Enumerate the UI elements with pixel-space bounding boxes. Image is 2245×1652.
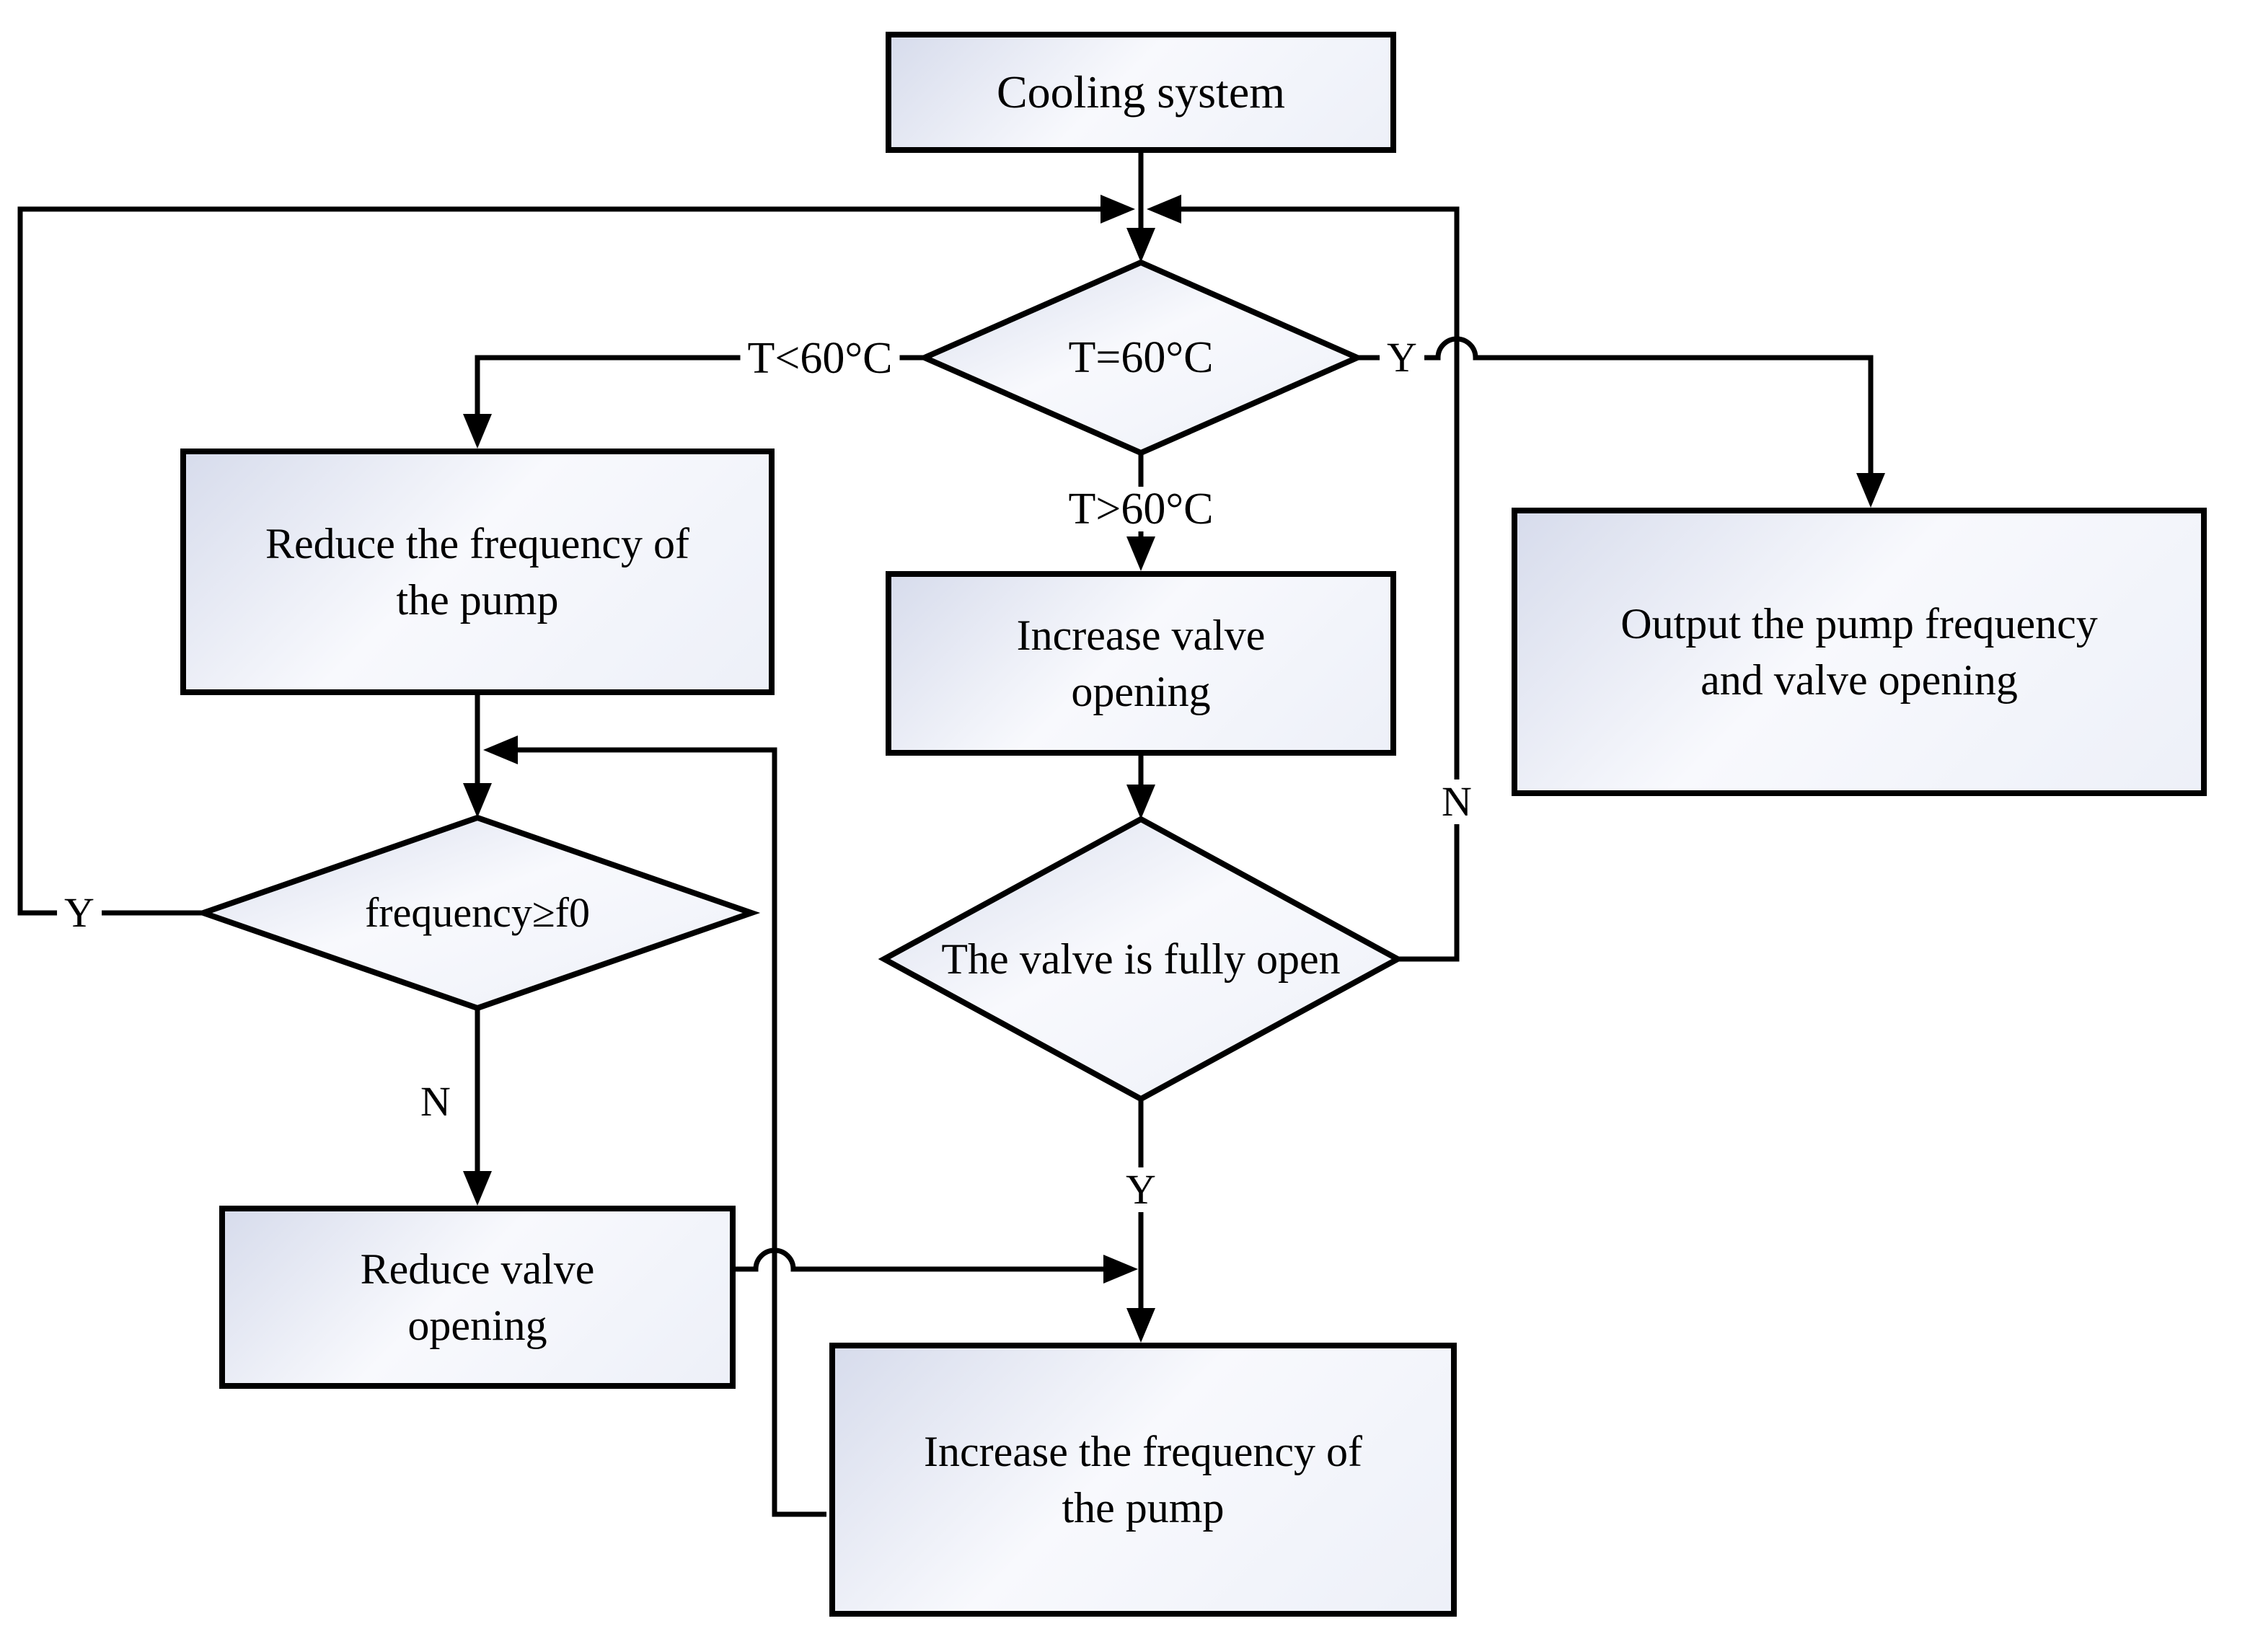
edge-valve-no-loop (1180, 206, 1460, 962)
reduce-pump-frequency-label-line1: Reduce the frequency of (265, 520, 690, 567)
arrowhead-junction-right (1101, 195, 1135, 224)
branch-label-freq-no: N (420, 1078, 451, 1125)
valve-open-decision-label: The valve is fully open (941, 932, 1340, 986)
edge-temp-yes-branch (1357, 336, 1874, 476)
reduce-valve-opening-node: Reduce valve opening (219, 1206, 736, 1389)
increase-pump-frequency-label-line1: Increase the frequency of (924, 1428, 1362, 1475)
cooling-system-label: Cooling system (996, 66, 1286, 118)
arrowhead-into-reduce-freq (463, 414, 492, 449)
temp-decision-label: T=60°C (1068, 333, 1214, 382)
arrowhead-into-output (1856, 473, 1885, 508)
arrowhead-into-valve-decision (1126, 785, 1155, 819)
branch-label-valve-yes: Y (1119, 1167, 1163, 1212)
edge-increase-pump-feedback (516, 747, 826, 1517)
increase-valve-opening-label-line2: opening (1071, 668, 1211, 715)
increase-pump-frequency-node: Increase the frequency of the pump (829, 1343, 1457, 1617)
arrowhead-into-increase-pump (1126, 1308, 1155, 1343)
edge-freq-yes-loop (17, 206, 1102, 916)
branch-label-valve-no: N (1434, 779, 1479, 824)
increase-pump-frequency-label-line2: the pump (1062, 1484, 1225, 1532)
arrowhead-junction-left (1147, 195, 1181, 224)
freq-decision-diamond (194, 814, 761, 1012)
valve-open-decision-line2: fully open (1163, 935, 1341, 983)
arrowhead-merge-right (1103, 1255, 1138, 1284)
edge-reduce-valve-merge (736, 1247, 1105, 1272)
branch-label-temp-yes: Y (1380, 335, 1424, 380)
arrowhead-into-increase-valve (1126, 536, 1155, 571)
increase-valve-opening-label-line1: Increase valve (1016, 611, 1266, 659)
branch-label-freq-yes: Y (57, 891, 102, 935)
output-label-line2: and valve opening (1701, 656, 2018, 704)
branch-label-t-less: T<60°C (740, 336, 900, 381)
output-label-line1: Output the pump frequency (1620, 600, 2098, 648)
reduce-pump-frequency-label-line2: the pump (396, 576, 559, 624)
freq-decision-label: frequency≥f0 (364, 889, 591, 936)
cooling-system-node: Cooling system (886, 32, 1396, 153)
arrowhead-feedback-junction (483, 736, 518, 764)
valve-open-decision-diamond (878, 816, 1404, 1103)
output-node: Output the pump frequency and valve open… (1512, 508, 2207, 796)
reduce-valve-opening-label-line2: opening (407, 1302, 547, 1349)
valve-open-decision-line1: The valve is (941, 935, 1153, 983)
arrowhead-into-reduce-valve (463, 1171, 492, 1206)
arrowhead-into-temp-decision (1126, 228, 1155, 262)
reduce-pump-frequency-node: Reduce the frequency of the pump (180, 449, 775, 695)
increase-valve-opening-node: Increase valve opening (886, 571, 1396, 756)
temp-decision-diamond (917, 259, 1364, 456)
arrowhead-into-freq-decision (463, 783, 492, 818)
reduce-valve-opening-label-line1: Reduce valve (360, 1245, 595, 1293)
branch-label-t-greater: T>60°C (1061, 487, 1221, 531)
